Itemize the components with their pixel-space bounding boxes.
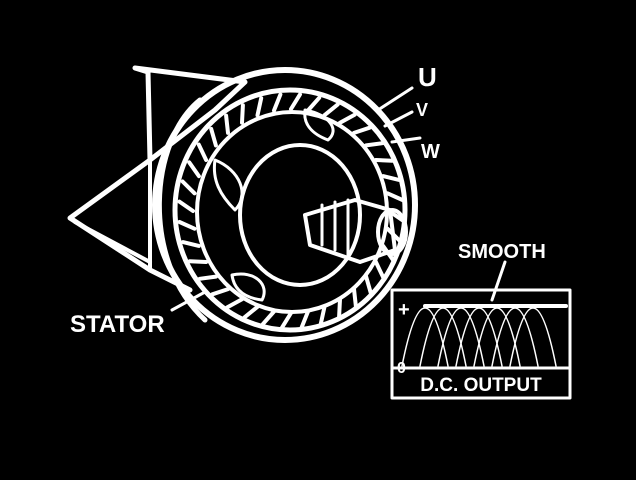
stator-coil <box>255 96 264 118</box>
stator-coil <box>177 220 197 231</box>
stator-coil <box>322 102 340 118</box>
stator-coil <box>240 103 245 125</box>
stator-coil <box>385 191 405 202</box>
stator-coil <box>260 309 276 327</box>
stator-coil <box>224 113 230 135</box>
phase-w-label: W <box>421 141 440 163</box>
stator-pointer <box>170 290 207 312</box>
rectified-wave <box>455 307 503 367</box>
stator-coil <box>381 174 401 182</box>
stator-coil <box>338 112 357 125</box>
axis-plus-label: + <box>398 299 410 321</box>
stator-coil <box>299 309 310 330</box>
stator-coil <box>242 304 260 320</box>
housing <box>152 67 418 343</box>
axis-zero-label: 0 <box>397 360 406 377</box>
smooth-pointer <box>490 260 507 302</box>
stator-coil <box>352 287 358 309</box>
stator-coil <box>180 179 197 196</box>
stator-coil <box>187 160 201 179</box>
stator-coil <box>306 95 322 113</box>
rotor <box>212 108 362 302</box>
stator-coil <box>177 199 195 213</box>
mounting-bracket <box>67 65 248 293</box>
stator-coils <box>177 92 405 330</box>
stator-coil <box>181 240 201 248</box>
stator-coil <box>280 311 293 330</box>
phase-v-label: V <box>416 100 428 120</box>
stator-coil <box>197 274 218 281</box>
shaft <box>303 198 408 264</box>
rectified-wave <box>473 307 521 367</box>
stator-coil <box>225 297 244 310</box>
phase-leads <box>376 86 422 144</box>
dc-output-title: D.C. OUTPUT <box>420 375 542 396</box>
stator-label: STATOR <box>70 311 165 338</box>
rectified-wave <box>491 307 539 367</box>
rectified-wave <box>419 307 467 367</box>
stator-coil <box>373 260 386 280</box>
stator-ring <box>172 87 408 333</box>
phase-u-label: U <box>418 62 437 92</box>
stator-coil <box>337 297 342 319</box>
stator-coil <box>364 274 373 296</box>
rectified-wave <box>437 307 485 367</box>
stator-coil <box>352 125 372 135</box>
stator-coil <box>196 142 209 162</box>
stator-coil <box>187 259 209 264</box>
stator-coil <box>373 158 395 163</box>
rectified-waveforms <box>401 307 557 367</box>
stator-coil <box>364 141 385 148</box>
dc-output-panel: + 0 D.C. OUTPUT <box>390 288 572 400</box>
stator-coil <box>209 126 218 148</box>
stator-coil <box>272 92 283 113</box>
smooth-label: SMOOTH <box>458 241 546 263</box>
stator-coil <box>210 287 230 297</box>
stator-coil <box>289 92 302 111</box>
rectified-wave <box>509 307 557 367</box>
stator-coil <box>318 304 327 326</box>
